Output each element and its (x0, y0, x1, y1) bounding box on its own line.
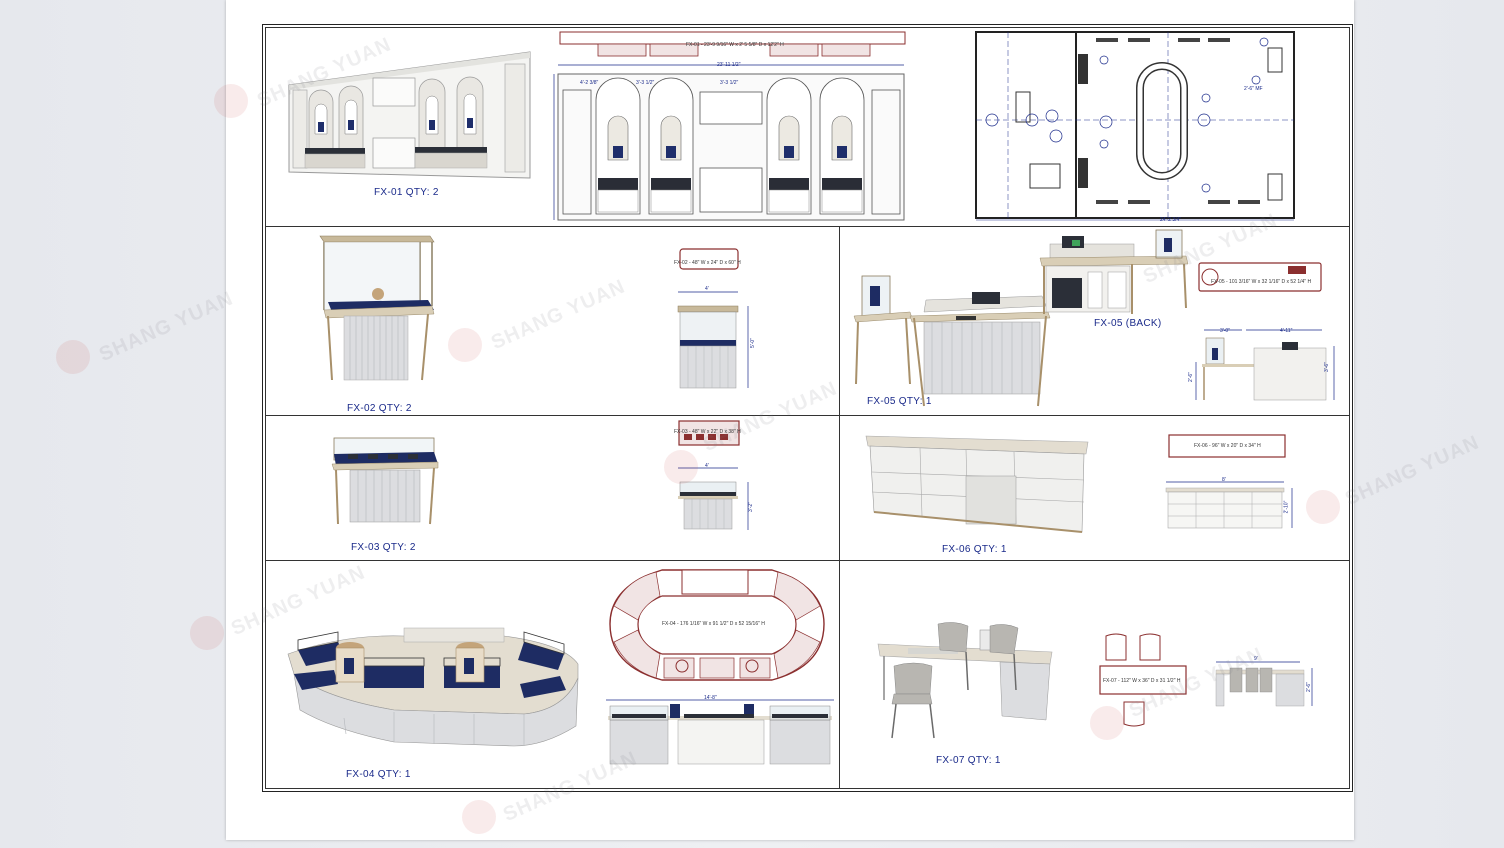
fx05-elevation-view[interactable] (1190, 326, 1340, 404)
fx01-spec-label: FX-01 - 23'-9 9/16" W x 2' 5 5/8" D x 12… (686, 42, 784, 48)
fx03-dim-w: 4' (705, 463, 709, 469)
fx01-dim-top: 23'-11 1/2" (717, 62, 741, 68)
sheet-inner-border (265, 27, 1350, 789)
sheet-border (262, 24, 1353, 792)
fx01-elevation-view[interactable] (553, 60, 908, 222)
floor-plan-width: 24'-2 3/4" (1160, 217, 1182, 223)
fx06-plan-view[interactable] (1168, 434, 1286, 458)
fx04-dim-w: 14'-8" (704, 695, 717, 701)
fx04-plan-view[interactable] (606, 566, 828, 684)
fx03-spec-label: FX-03 - 48" W x 22" D x 38" H (674, 429, 741, 435)
fx04-elevation-view[interactable] (604, 694, 836, 768)
fx05-caption: FX-05 QTY: 1 (867, 396, 932, 407)
fx01-perspective-view[interactable] (285, 50, 535, 180)
fx06-elevation-view[interactable] (1162, 474, 1302, 534)
fx02-dim-w: 4' (705, 286, 709, 292)
fx07-caption: FX-07 QTY: 1 (936, 755, 1001, 766)
fx07-spec-label: FX-07 - 112" W x 36" D x 31 1/2" H (1103, 678, 1181, 684)
fx06-dim-h: 2'-10" (1283, 500, 1290, 514)
fx02-caption: FX-02 QTY: 2 (347, 403, 412, 414)
fx07-dim-h: 2'-6" (1305, 682, 1312, 692)
fx07-perspective-view[interactable] (874, 620, 1060, 744)
fx04-perspective-view[interactable] (284, 614, 584, 748)
fx02-perspective-view[interactable] (318, 234, 438, 384)
fx07-plan-view[interactable] (1098, 630, 1190, 727)
fx07-dim-w: 9' (1254, 656, 1258, 662)
fx03-elevation-view[interactable] (676, 466, 756, 532)
fx03-caption: FX-03 QTY: 2 (351, 542, 416, 553)
grid-line (265, 226, 1350, 227)
fx05-plan-view[interactable] (1198, 262, 1322, 292)
fx06-spec-label: FX-06 - 96" W x 20" D x 34" H (1194, 443, 1261, 449)
fx05-back-caption: FX-05 (BACK) (1094, 318, 1162, 329)
fx06-caption: FX-06 QTY: 1 (942, 544, 1007, 555)
fx02-elevation-view[interactable] (676, 290, 756, 392)
fx03-dim-h: 3'-2" (747, 502, 754, 512)
fx05-dim-a: 3'-0" (1220, 328, 1230, 334)
fx01-plan-strip[interactable] (559, 31, 906, 58)
floor-plan-view[interactable] (968, 28, 1298, 224)
fx04-caption: FX-04 QTY: 1 (346, 769, 411, 780)
fx05-spec-label: FX-05 - 101 3/16" W x 32 1/16" D x 52 1/… (1211, 279, 1312, 285)
grid-line (265, 415, 1350, 416)
fx02-dim-h: 5'-0" (749, 338, 756, 348)
grid-line (839, 226, 840, 789)
fx01-dim-c: 3'-3 1/2" (720, 80, 739, 86)
fx03-plan-view[interactable] (678, 420, 740, 446)
fx06-perspective-view[interactable] (862, 432, 1092, 536)
fx02-spec-label: FX-02 - 48" W x 24" D x 60" H (674, 260, 741, 266)
floor-plan-note: 2'-6" MF (1244, 86, 1263, 92)
fx04-spec-label: FX-04 - 176 1/16" W x 91 1/2" D x 52 15/… (662, 621, 765, 627)
grid-line (265, 560, 1350, 561)
fx07-elevation-view[interactable] (1212, 656, 1322, 716)
fx05-dim-h2: 3'-6" (1323, 362, 1330, 372)
fx01-dim-b: 3'-3 1/2" (636, 80, 655, 86)
fx02-plan-view[interactable] (679, 248, 739, 270)
fx05-perspective-view[interactable] (852, 272, 1052, 408)
fx05-dim-b: 4'-11" (1280, 328, 1293, 334)
fx05-back-view[interactable] (1036, 228, 1192, 318)
fx06-dim-w: 8' (1222, 477, 1226, 483)
fx01-dim-a: 4'-2 3/8" (580, 80, 599, 86)
fx03-perspective-view[interactable] (328, 436, 440, 526)
fx01-caption: FX-01 QTY: 2 (374, 187, 439, 198)
fx05-dim-h1: 2'-6" (1187, 372, 1194, 382)
